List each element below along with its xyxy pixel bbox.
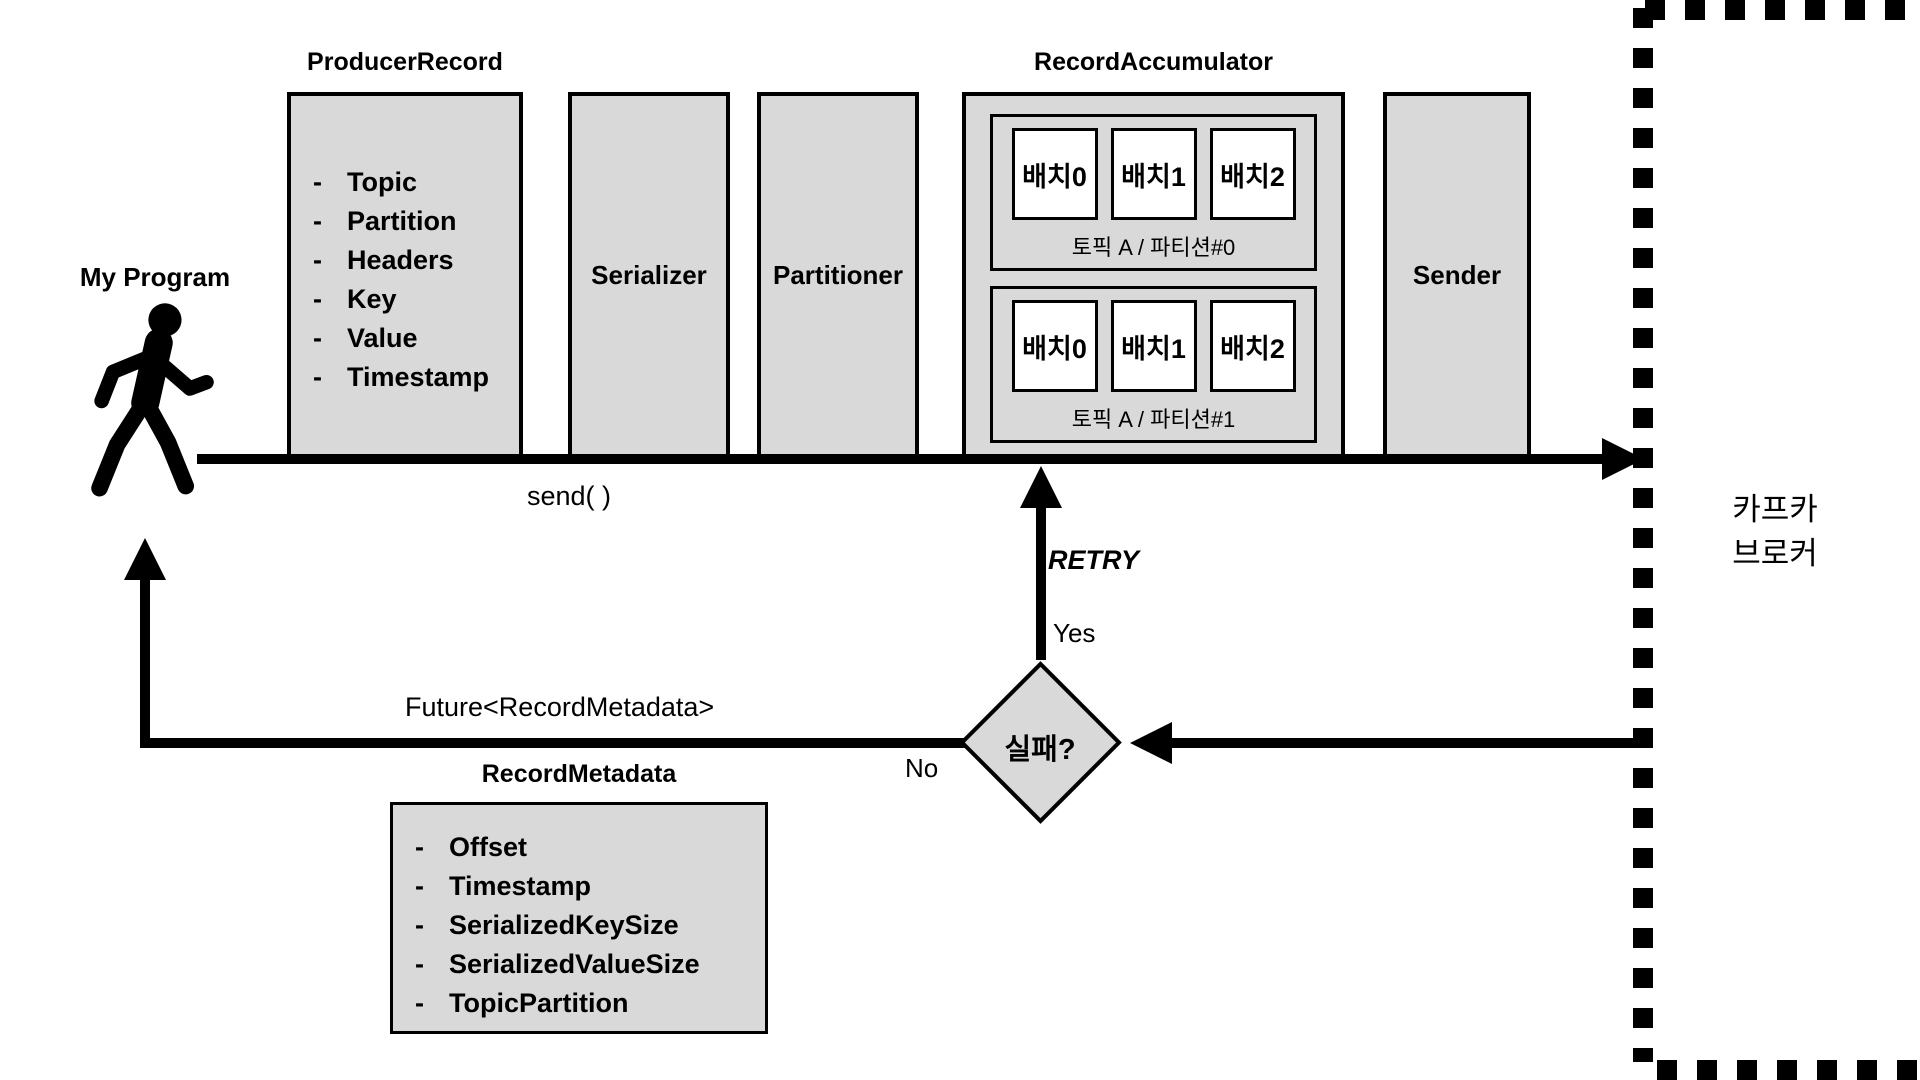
serializer-label: Serializer xyxy=(591,259,707,290)
decision-label: 실패? xyxy=(1004,734,1076,766)
field-row: -TopicPartition xyxy=(415,989,700,1017)
batch-box: 배치2 xyxy=(1209,300,1296,392)
return-up-shaft xyxy=(140,578,150,748)
broker-dashed-border-top xyxy=(1645,0,1920,20)
record-metadata-title: RecordMetadata xyxy=(481,760,677,788)
bullet: - xyxy=(313,245,322,275)
bullet: - xyxy=(415,871,424,901)
bullet: - xyxy=(313,323,322,353)
field-row: -Headers xyxy=(313,246,489,274)
record-accumulator-box: 배치0 배치1 배치2 토픽 A / 파티션#0 배치0 배치1 배치2 토픽 … xyxy=(962,92,1345,458)
batch-box: 배치2 xyxy=(1209,128,1296,220)
partition-group-0: 배치0 배치1 배치2 토픽 A / 파티션#0 xyxy=(990,114,1317,271)
retry-label: RETRY xyxy=(1048,545,1140,575)
batch-box: 배치1 xyxy=(1110,128,1197,220)
partition-group-1: 배치0 배치1 배치2 토픽 A / 파티션#1 xyxy=(990,286,1317,443)
no-label: No xyxy=(905,753,939,783)
partition-caption: 토픽 A / 파티션#0 xyxy=(1071,235,1236,260)
partitioner-label: Partitioner xyxy=(772,259,904,290)
actor-label: My Program xyxy=(79,262,231,292)
retry-arrow-shaft xyxy=(1036,502,1046,660)
broker-label-line2: 브로커 xyxy=(1732,536,1818,571)
sender-box: Sender xyxy=(1383,92,1531,458)
field-label: Headers xyxy=(347,245,454,275)
batch-box: 배치1 xyxy=(1110,300,1197,392)
record-metadata-box: -Offset -Timestamp -SerializedKeySize -S… xyxy=(390,802,768,1034)
retry-arrowhead-icon xyxy=(1020,466,1062,508)
return-line xyxy=(140,738,965,748)
field-label: Value xyxy=(347,323,418,353)
field-row: -SerializedKeySize xyxy=(415,911,700,939)
field-row: -Timestamp xyxy=(313,363,489,391)
broker-to-decision-line xyxy=(1170,738,1650,748)
field-label: TopicPartition xyxy=(449,988,629,1018)
bullet: - xyxy=(313,167,322,197)
broker-dashed-border-left xyxy=(1633,8,1653,1062)
partition-caption: 토픽 A / 파티션#1 xyxy=(1071,407,1236,432)
field-label: SerializedValueSize xyxy=(449,949,700,979)
field-row: -Key xyxy=(313,285,489,313)
bullet: - xyxy=(415,988,424,1018)
decision-arrowhead-icon xyxy=(1130,722,1172,764)
field-label: Topic xyxy=(347,167,417,197)
broker-label-line1: 카프카 xyxy=(1732,492,1818,527)
field-row: -Offset xyxy=(415,833,700,861)
field-row: -Value xyxy=(313,324,489,352)
bullet: - xyxy=(415,910,424,940)
field-row: -Partition xyxy=(313,207,489,235)
producer-record-box: -Topic -Partition -Headers -Key -Value -… xyxy=(287,92,523,458)
batch-box: 배치0 xyxy=(1011,128,1098,220)
field-label: Key xyxy=(347,284,397,314)
broker-label: 카프카 브로커 xyxy=(1690,488,1860,576)
send-label: send( ) xyxy=(527,481,612,511)
send-arrow-line xyxy=(197,454,1607,464)
serializer-box: Serializer xyxy=(568,92,730,458)
broker-dashed-border-bottom xyxy=(1657,1060,1920,1080)
bullet: - xyxy=(415,832,424,862)
bullet: - xyxy=(313,206,322,236)
batch-box: 배치0 xyxy=(1011,300,1098,392)
return-arrowhead-icon xyxy=(124,538,166,580)
field-label: SerializedKeySize xyxy=(449,910,679,940)
partitioner-box: Partitioner xyxy=(757,92,919,458)
future-label: Future<RecordMetadata> xyxy=(405,692,715,722)
bullet: - xyxy=(313,284,322,314)
bullet: - xyxy=(415,949,424,979)
field-label: Timestamp xyxy=(449,871,592,901)
walking-person-icon xyxy=(91,303,214,497)
field-label: Timestamp xyxy=(347,362,490,392)
bullet: - xyxy=(313,362,322,392)
record-accumulator-title: RecordAccumulator xyxy=(1034,48,1273,76)
field-row: -Timestamp xyxy=(415,872,700,900)
sender-label: Sender xyxy=(1412,259,1502,290)
field-row: -Topic xyxy=(313,168,489,196)
producer-record-title: ProducerRecord xyxy=(307,48,503,76)
field-label: Offset xyxy=(449,832,528,862)
field-row: -SerializedValueSize xyxy=(415,950,700,978)
field-label: Partition xyxy=(347,206,457,236)
yes-label: Yes xyxy=(1053,618,1096,648)
